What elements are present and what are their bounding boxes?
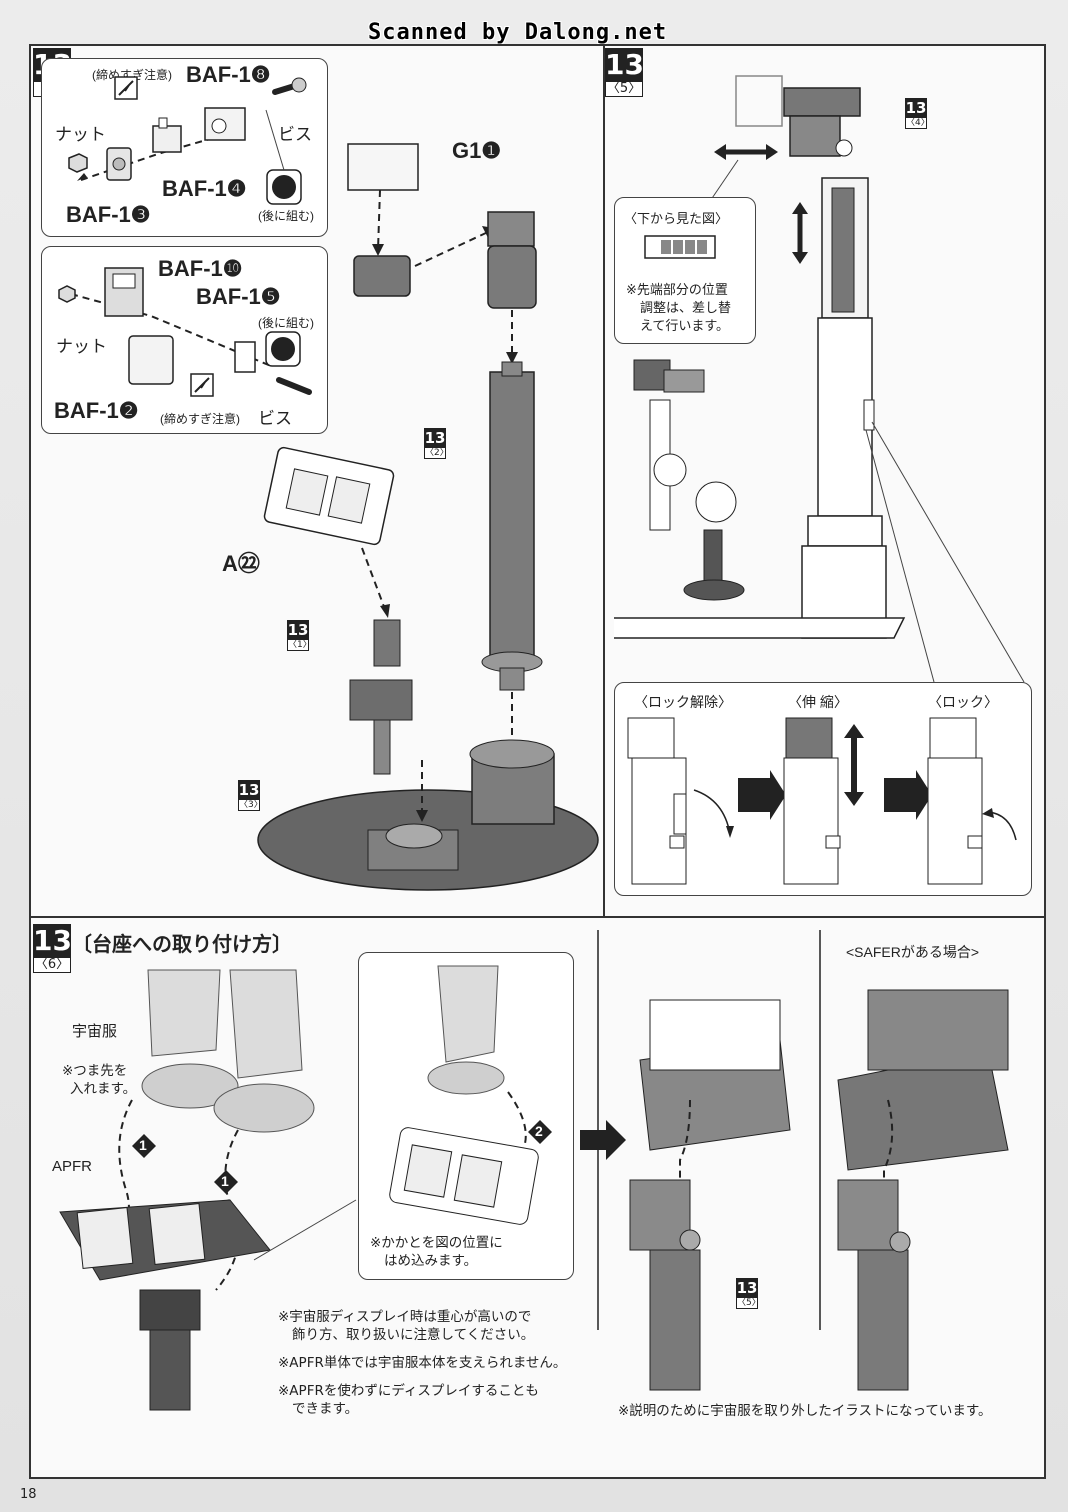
state-label-extend: 〈伸 縮〉 bbox=[788, 694, 848, 710]
step-marker-label: 1 bbox=[221, 1173, 229, 1189]
vertical-divider bbox=[603, 46, 605, 916]
caution-label: (締めすぎ注意) bbox=[92, 68, 172, 82]
ref-sub: 〈1〉 bbox=[287, 640, 312, 651]
mount-illustration-left bbox=[629, 999, 791, 1391]
ref-number: 13 bbox=[238, 780, 260, 800]
ref-badge-13-3: 13 〈3〉 bbox=[238, 780, 263, 811]
illustration-note: ※説明のために宇宙服を取り外したイラストになっています。 bbox=[618, 1403, 992, 1419]
bottom-view-note: えて行います。 bbox=[640, 319, 730, 334]
ref-badge-13-4: 13 〈4〉 bbox=[905, 98, 930, 129]
ref-sub: 〈2〉 bbox=[424, 448, 449, 459]
ref-badge-13-2: 13 〈2〉 bbox=[424, 428, 449, 459]
step-sub: 〈6〉 bbox=[33, 957, 71, 973]
toe-note: 入れます。 bbox=[70, 1081, 137, 1097]
step-marker-label: 1 bbox=[139, 1137, 147, 1153]
lock-states-illustration bbox=[627, 717, 1017, 885]
stand-assembly-illustration bbox=[257, 143, 599, 891]
nut-icon bbox=[58, 285, 76, 303]
warning-text: 飾り方、取り扱いに注意してください。 bbox=[292, 1327, 535, 1343]
screw-head-icon bbox=[271, 337, 295, 361]
step-marker-1b bbox=[214, 1170, 238, 1194]
page-number: 18 bbox=[20, 1487, 37, 1502]
bottom-view-note: 調整は、差し替 bbox=[640, 301, 732, 316]
later-label: (後に組む) bbox=[258, 209, 314, 223]
horizontal-divider bbox=[31, 916, 1044, 918]
toe-note: ※つま先を bbox=[62, 1063, 128, 1079]
screw-label: ビス bbox=[258, 409, 292, 428]
step-badge-13-5: 13 〈5〉 bbox=[605, 48, 644, 97]
scan-credit: Scanned by Dalong.net bbox=[368, 20, 668, 45]
step-marker-2 bbox=[528, 1120, 552, 1144]
nut-label: ナット bbox=[56, 337, 107, 356]
ref-sub: 〈5〉 bbox=[736, 1298, 761, 1309]
bottom-view-title: 〈下から見た図〉 bbox=[624, 211, 729, 226]
screw-label: ビス bbox=[278, 125, 312, 144]
box2-illustration bbox=[58, 267, 312, 397]
ref-number: 13 bbox=[736, 1278, 758, 1298]
step-number: 13 bbox=[605, 48, 644, 82]
part-label: A㉒ bbox=[222, 551, 260, 576]
ref-number: 13 bbox=[905, 98, 927, 118]
heel-note: はめ込みます。 bbox=[384, 1253, 478, 1269]
bottom-view-box bbox=[614, 197, 756, 344]
later-label: (後に組む) bbox=[258, 316, 314, 330]
heel-illustration bbox=[389, 965, 539, 1225]
warning-text: ※宇宙服ディスプレイ時は重心が高いので bbox=[278, 1309, 532, 1325]
panel-divider-line bbox=[819, 930, 821, 1330]
heel-note: ※かかとを図の位置に bbox=[370, 1235, 503, 1251]
ref-number: 13 bbox=[424, 428, 446, 448]
step-badge-13-6: 13 〈6〉 bbox=[33, 924, 72, 973]
step-sub: 〈5〉 bbox=[605, 81, 643, 97]
suit-feet-illustration bbox=[59, 969, 357, 1411]
part-label: BAF-1❸ bbox=[66, 202, 151, 227]
bottom-view-note: ※先端部分の位置 bbox=[626, 283, 728, 298]
section-title: 〔台座への取り付け方〕 bbox=[72, 934, 292, 956]
state-label-lock: 〈ロック〉 bbox=[928, 694, 998, 710]
screw-head-icon bbox=[272, 175, 296, 199]
suit-label: 宇宙服 bbox=[72, 1023, 118, 1040]
warning-text: ※APFR単体では宇宙服本体を支えられません。 bbox=[278, 1355, 567, 1371]
ref-badge-13-1: 13 〈1〉 bbox=[287, 620, 312, 651]
part-label: BAF-1❽ bbox=[186, 62, 271, 87]
step-marker-1 bbox=[132, 1134, 156, 1158]
warning-text: ※APFRを使わずにディスプレイすることも bbox=[278, 1383, 539, 1399]
part-label: BAF-1❷ bbox=[54, 398, 139, 423]
box1-illustration bbox=[68, 76, 307, 205]
step-marker-label: 2 bbox=[535, 1123, 543, 1139]
ref-number: 13 bbox=[287, 620, 309, 640]
caution-label: (締めすぎ注意) bbox=[160, 412, 240, 426]
part-label: G1❶ bbox=[452, 138, 502, 163]
ref-sub: 〈4〉 bbox=[905, 118, 930, 129]
step-number: 13 bbox=[33, 924, 72, 958]
safer-title: <SAFERがある場合> bbox=[846, 944, 980, 960]
nut-icon bbox=[68, 153, 88, 173]
mount-illustration-right bbox=[837, 989, 1009, 1391]
bottom-view-icon bbox=[644, 235, 716, 259]
state-label-unlock: 〈ロック解除〉 bbox=[634, 694, 732, 710]
stand-pole-illustration bbox=[614, 75, 1025, 683]
nut-label: ナット bbox=[55, 125, 106, 144]
ref-badge-13-5: 13 〈5〉 bbox=[736, 1278, 761, 1309]
arrow-right-icon bbox=[580, 1120, 626, 1160]
part-label: BAF-1❺ bbox=[196, 284, 281, 309]
apfr-label: APFR bbox=[52, 1158, 93, 1175]
ref-sub: 〈3〉 bbox=[238, 800, 263, 811]
part-label: BAF-1❹ bbox=[162, 176, 247, 201]
part-label: BAF-1❿ bbox=[158, 256, 243, 281]
warning-text: できます。 bbox=[292, 1401, 359, 1417]
